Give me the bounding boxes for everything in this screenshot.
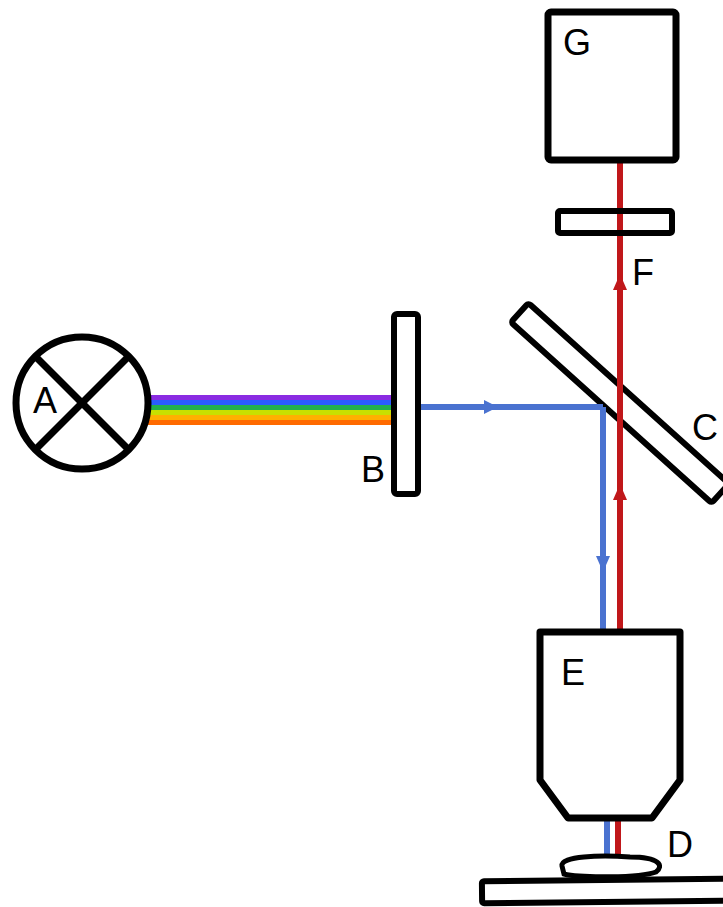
- part-letter: A: [33, 383, 57, 419]
- white-light-beam: [148, 395, 394, 425]
- part-label-wrap: D: [667, 827, 693, 863]
- part-label-wrap: E: [561, 655, 585, 691]
- part-label-wrap: B: [361, 452, 385, 488]
- microscope-slide: [482, 879, 723, 904]
- objective-lens: [540, 632, 680, 818]
- emission-filter: [558, 211, 672, 233]
- part-letter: D: [667, 827, 693, 863]
- part-label-wrap: A: [33, 383, 57, 419]
- excitation-filter: [394, 314, 418, 494]
- part-label-wrap: F: [632, 255, 654, 291]
- detector-box: [548, 12, 676, 160]
- part-label-wrap: G: [563, 25, 591, 61]
- dichroic-mirror: [511, 303, 723, 503]
- lamp-symbol: [16, 337, 148, 469]
- part-letter: F: [632, 255, 654, 291]
- part-label-wrap: C: [692, 410, 718, 446]
- part-letter: C: [692, 410, 718, 446]
- part-letter: B: [361, 452, 385, 488]
- part-letter: G: [563, 25, 591, 61]
- part-letter: E: [561, 655, 585, 691]
- specimen: [562, 856, 660, 877]
